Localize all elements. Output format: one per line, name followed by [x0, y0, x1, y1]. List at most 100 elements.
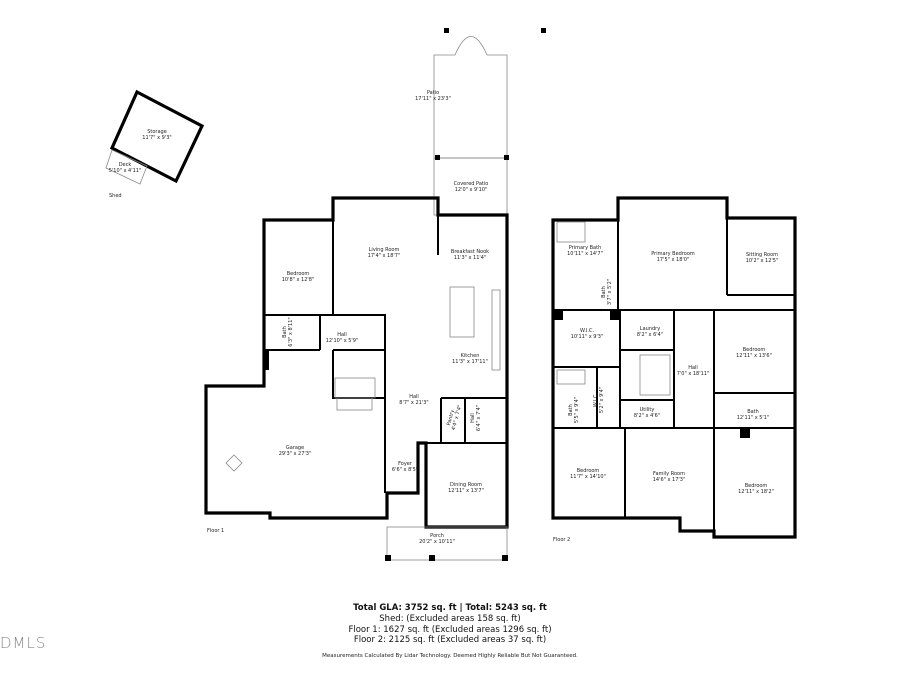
wall: [386, 526, 508, 561]
post: [740, 428, 750, 438]
room-dims: 12'11" x 18'2": [738, 489, 774, 495]
room-name: Dining Room: [450, 482, 482, 488]
room-name: Hall: [337, 332, 347, 338]
room-dims: 10'8" x 12'8": [282, 277, 315, 283]
room-dims: 10'11" x 9'3": [571, 334, 604, 340]
patio-post: [541, 28, 546, 33]
room-name: Bath: [568, 404, 574, 416]
room-name: Kitchen: [461, 353, 480, 359]
room-dims: 3'7" x 5'2": [607, 279, 613, 305]
room-name: Pantry: [446, 409, 456, 426]
wall: [556, 369, 586, 385]
room-dims: 8'2" x 4'6": [634, 413, 660, 419]
room-dims: 8'7" x 21'3": [399, 400, 428, 406]
room-dims: 7'0" x 18'11": [677, 371, 710, 377]
post: [502, 555, 508, 561]
room-name: Sitting Room: [746, 252, 778, 258]
room-dims: 6'6" x 8'5": [392, 467, 418, 473]
room-name: Bedroom: [745, 483, 768, 489]
room-name: Bath: [747, 409, 759, 415]
room-name: Bath: [601, 286, 607, 298]
disclaimer: Measurements Calculated By Lidar Technol…: [322, 653, 578, 659]
room-name: Bedroom: [577, 468, 600, 474]
room-dims: 5'5" x 9'4": [574, 397, 580, 423]
floor1-label: Floor 1: [207, 528, 224, 534]
room-dims: 12'10" x 5'9": [326, 338, 359, 344]
patio: [433, 28, 546, 216]
room-name: Foyer: [398, 461, 413, 467]
summary-floor1: Floor 1: 1627 sq. ft (Excluded areas 129…: [348, 625, 552, 635]
room-name: Garage: [286, 445, 304, 451]
room-dims: 12'11" x 13'7": [448, 488, 484, 494]
patio-post: [504, 155, 509, 160]
room-dims: 6'3" x 8'11": [288, 317, 294, 346]
summary-total: Total GLA: 3752 sq. ft | Total: 5243 sq.…: [353, 603, 547, 613]
summary-shed: Shed: (Excluded areas 158 sq. ft): [379, 614, 521, 624]
wall: [639, 354, 671, 396]
room-dims: 14'6" x 17'3": [653, 477, 686, 483]
room-name: Hall: [470, 413, 476, 423]
dmls-logo: DMLS: [0, 634, 47, 652]
room-dims: 5'10" x 4'11": [109, 168, 142, 174]
room-dims: 12'11" x 13'6": [736, 353, 772, 359]
room-name: Hall: [688, 365, 698, 371]
room-name: Family Room: [653, 471, 685, 477]
post: [610, 310, 620, 320]
room-name: Utility: [640, 407, 655, 413]
room-name: Porch: [430, 533, 444, 539]
floor2-label: Floor 2: [553, 537, 570, 543]
room-name: Breakfast Nook: [451, 249, 489, 255]
wall: [336, 397, 373, 411]
room-dims: 17'5" x 18'0": [657, 257, 690, 263]
room-dims: 11'7" x 9'3": [142, 135, 171, 141]
wall: [491, 289, 501, 371]
post: [553, 310, 563, 320]
room-name: Deck: [119, 162, 132, 168]
room-name: Primary Bedroom: [651, 251, 695, 257]
room-dims: 11'3" x 17'11": [452, 359, 488, 365]
summary-floor2: Floor 2: 2125 sq. ft (Excluded areas 37 …: [353, 635, 547, 645]
room-name: Patio: [427, 90, 439, 96]
room-dims: 29'3" x 27'3": [279, 451, 312, 457]
post: [385, 555, 391, 561]
storage-walls: [109, 89, 205, 184]
wall: [334, 377, 376, 399]
room-name: Bedroom: [287, 271, 310, 277]
room-dims: 10'2" x 12'5": [746, 258, 779, 264]
wall: [225, 454, 243, 472]
floor1-plan: Patio 17'11" x 23'3" Covered Patio 12'0"…: [204, 90, 509, 561]
room-dims: 20'2" x 10'11": [419, 539, 455, 545]
room-dims: 10'11" x 14'7": [567, 251, 603, 257]
room-name: W.I.C.: [580, 328, 595, 334]
room-dims: 11'3" x 11'4": [454, 255, 487, 261]
room-dims: 17'11" x 23'3": [415, 96, 451, 102]
room-dims: 11'7" x 14'10": [570, 474, 606, 480]
room-dims: 6'4" x 7'4": [476, 405, 482, 431]
patio-outline: [433, 36, 508, 159]
room-name: Primary Bath: [569, 245, 602, 251]
room-name: Bedroom: [743, 347, 766, 353]
room-name: Living Room: [369, 247, 400, 253]
patio-post: [435, 155, 440, 160]
wall: [556, 221, 586, 243]
room-dims: 17'4" x 18'7": [368, 253, 401, 259]
shed-label: Shed: [109, 193, 122, 199]
room-name: Laundry: [640, 326, 660, 332]
shed-plan: Storage 11'7" x 9'3" Deck 5'10" x 4'11" …: [105, 89, 205, 199]
room-dims: 12'11" x 5'1": [737, 415, 770, 421]
deck-outline: [105, 149, 148, 185]
floor2-plan: Primary Bath 10'11" x 14'7" Primary Bedr…: [551, 196, 797, 543]
room-dims: 8'2" x 6'4": [637, 332, 663, 338]
wall: [553, 218, 795, 537]
room-dims: 5'2" x 9'4": [599, 387, 605, 413]
room-name: Hall: [409, 394, 419, 400]
patio-post: [444, 28, 449, 33]
room-name: W.I.C.: [593, 393, 599, 408]
room-name: Bath: [282, 326, 288, 338]
room-name: Covered Patio: [454, 181, 489, 187]
post: [264, 350, 269, 370]
room-name: Storage: [147, 129, 167, 135]
post: [429, 555, 435, 561]
wall: [449, 286, 475, 338]
